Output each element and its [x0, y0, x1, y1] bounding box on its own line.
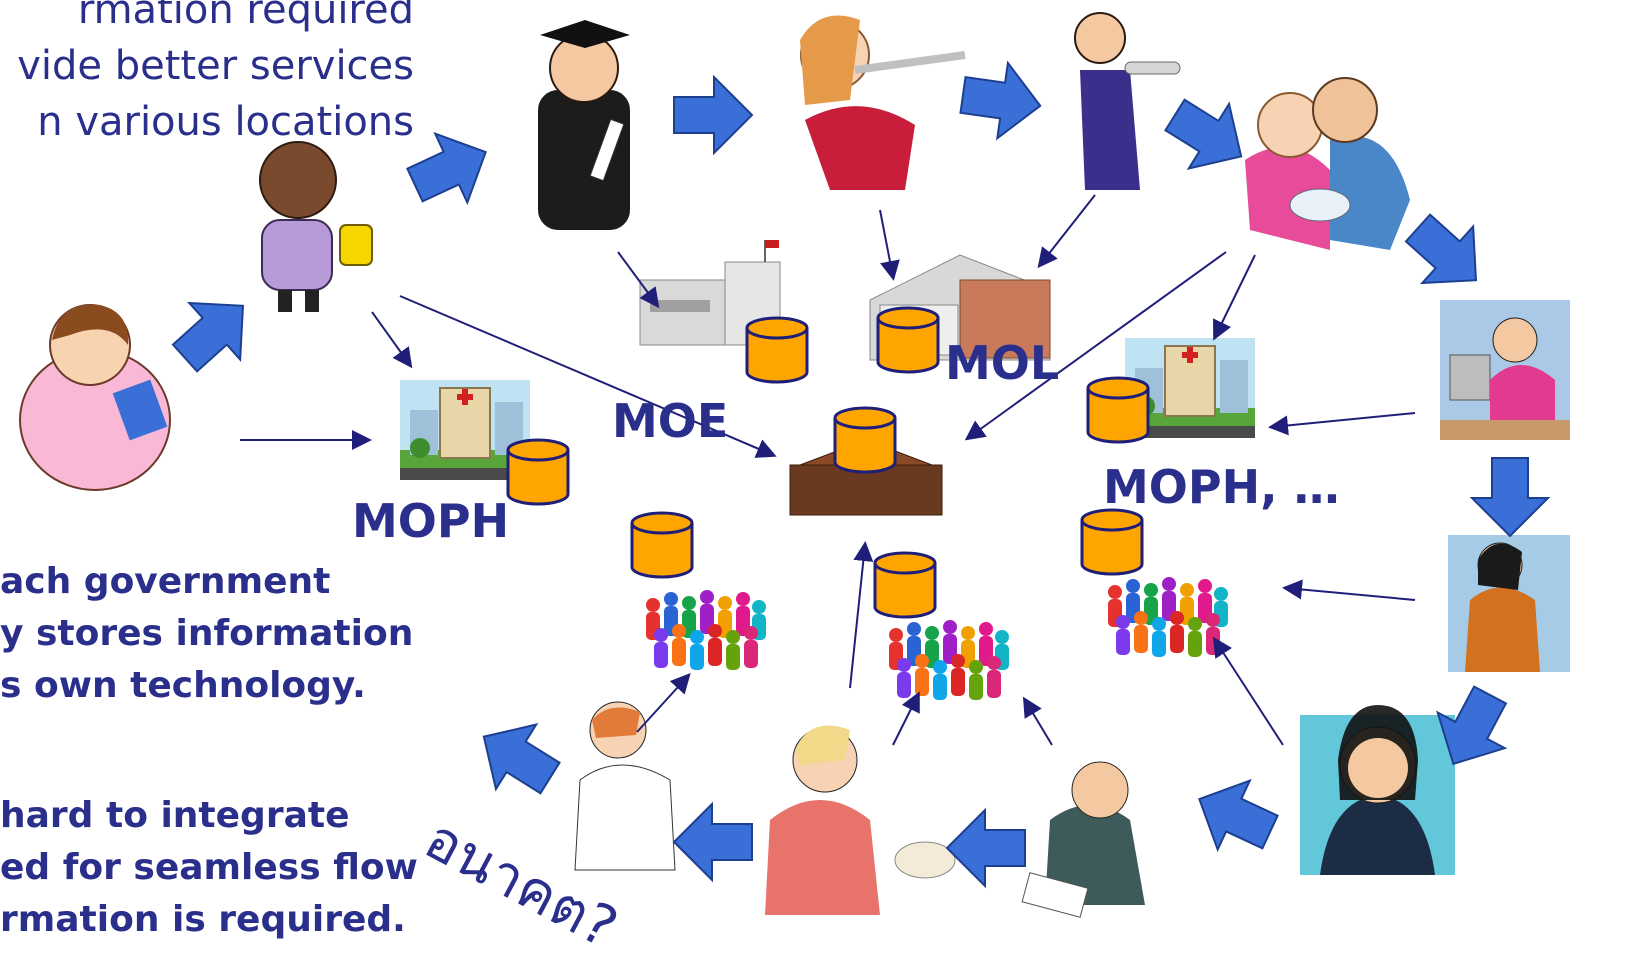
- office-worker-figure: [1440, 300, 1570, 440]
- toddler-reading-figure: [19, 304, 171, 491]
- flow-arrow-3: [673, 76, 753, 154]
- intro-line-3: n various locations: [37, 99, 414, 145]
- schoolgirl-figure: [259, 141, 373, 312]
- problem-line-3: s own technology.: [0, 665, 366, 706]
- flow-arrow-9: [1182, 763, 1288, 868]
- integration-line-3: rmation is required.: [0, 899, 406, 940]
- label-moe: MOE: [612, 394, 729, 448]
- problem-line-2: y stores information: [0, 613, 414, 654]
- problem-text: ach government y stores information s ow…: [0, 556, 413, 712]
- flow-arrow-7: [1471, 457, 1549, 537]
- moe-database-icon: [745, 316, 809, 384]
- crowd-right: [1108, 577, 1228, 657]
- parents-with-baby-figure: [1245, 77, 1410, 250]
- crowd-left-database-icon: [630, 511, 694, 579]
- integration-text: hard to integrate ed for seamless flow r…: [0, 790, 418, 946]
- crowd-left: [646, 590, 766, 670]
- label-moph-right: MOPH, …: [1103, 460, 1340, 514]
- crowd-right-database-icon: [1080, 508, 1144, 576]
- elderly-woman-table-figure: [574, 701, 676, 871]
- integration-line-1: hard to integrate: [0, 795, 350, 836]
- flow-arrow-1: [158, 276, 270, 388]
- intro-line-2: vide better services: [17, 43, 414, 89]
- flow-arrow-12: [462, 703, 572, 812]
- flow-arrow-6: [1391, 198, 1503, 310]
- data-flow-arrows: [240, 194, 1416, 746]
- flow-arrow-2: [397, 116, 503, 221]
- mol-database-icon: [876, 306, 940, 374]
- label-mol: MOL: [945, 336, 1060, 390]
- flow-arrow-4: [956, 56, 1047, 145]
- flow-arrow-10: [946, 809, 1026, 887]
- crowd-center-database-icon: [873, 551, 937, 619]
- central-database-icon: [833, 406, 897, 474]
- intro-text: rmation required vide better services n …: [0, 0, 414, 150]
- flow-arrow-5: [1153, 81, 1263, 190]
- moph-right-database-icon: [1086, 376, 1150, 444]
- flute-player-figure: [800, 15, 966, 190]
- graduate-figure: [538, 20, 630, 230]
- flow-arrow-11: [673, 803, 753, 881]
- crowd-center: [889, 620, 1009, 700]
- integration-line-2: ed for seamless flow: [0, 847, 418, 888]
- intro-line-1: rmation required: [77, 0, 414, 33]
- businesswoman-phone-figure: [1448, 535, 1570, 672]
- flight-attendant-figure: [1074, 12, 1181, 190]
- moph-left-database-icon: [506, 438, 570, 506]
- problem-line-1: ach government: [0, 561, 331, 602]
- call-center-agent-figure: [1300, 705, 1455, 875]
- elderly-woman-knitting-figure: [765, 725, 956, 915]
- label-moph-left: MOPH: [352, 494, 510, 548]
- housekeeper-figure: [1021, 761, 1145, 918]
